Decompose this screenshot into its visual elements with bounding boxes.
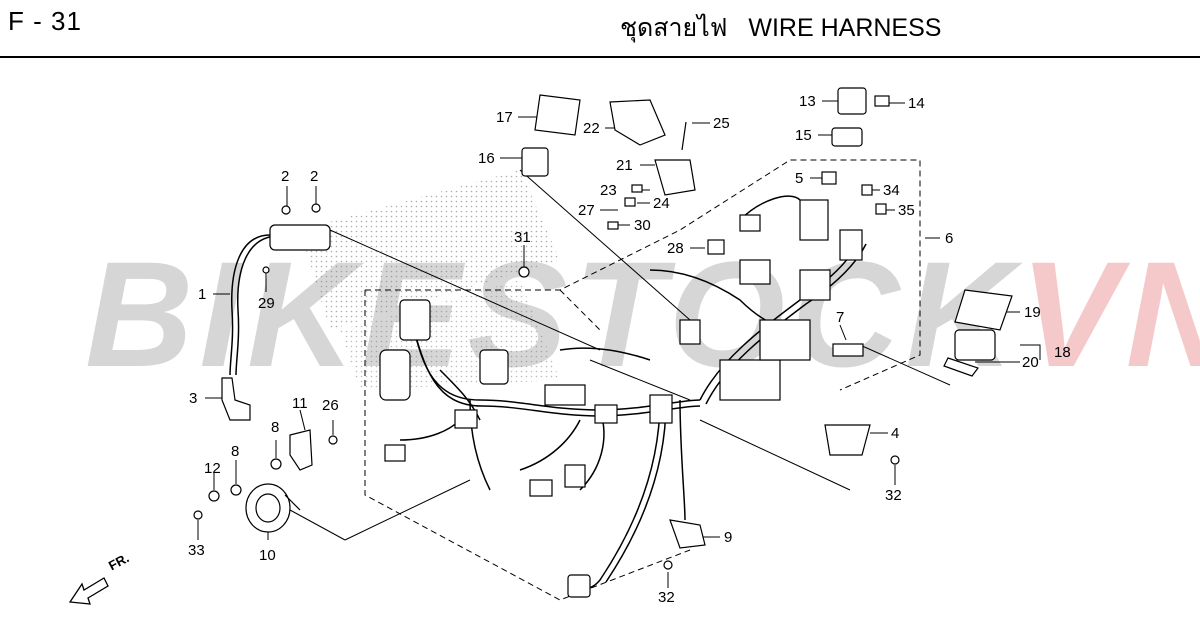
- callout-4: 4: [891, 425, 899, 442]
- plug-cap: [221, 377, 251, 421]
- callout-3: 3: [189, 390, 197, 407]
- callout-9: 9: [724, 529, 732, 546]
- callout-27: 27: [578, 202, 595, 219]
- front-arrow-icon: [68, 577, 109, 605]
- callout-10: 10: [259, 547, 276, 564]
- relay-parts: [518, 94, 725, 278]
- callout-2: 2: [310, 168, 318, 185]
- callout-2: 2: [281, 168, 289, 185]
- callout-13: 13: [799, 93, 816, 110]
- callout-7: 7: [836, 309, 844, 326]
- spark-plug-lead: [229, 234, 277, 376]
- header-divider: [0, 56, 1200, 58]
- small-parts-right: [821, 87, 890, 215]
- callout-15: 15: [795, 127, 812, 144]
- callout-16: 16: [478, 150, 495, 167]
- callout-17: 17: [496, 109, 513, 126]
- callout-12: 12: [204, 460, 221, 477]
- leader-lines: [289, 169, 951, 541]
- title-thai: ชุดสายไฟ: [620, 14, 728, 42]
- assembly-outline: [364, 159, 921, 601]
- callout-33: 33: [188, 542, 205, 559]
- callout-22: 22: [583, 120, 600, 137]
- callout-6: 6: [945, 230, 953, 247]
- callout-26: 26: [322, 397, 339, 414]
- ignition-coil: [262, 203, 331, 274]
- callout-20: 20: [1022, 354, 1039, 371]
- callout-8: 8: [271, 419, 279, 436]
- callout-18: 18: [1054, 344, 1071, 361]
- harness-connectors: [379, 199, 863, 598]
- callout-1: 1: [198, 286, 206, 303]
- title-english: WIRE HARNESS: [748, 14, 942, 42]
- horn-bracket: [193, 429, 338, 520]
- callout-leaders: [197, 100, 1041, 588]
- callout-11: 11: [292, 395, 308, 412]
- callout-23: 23: [600, 182, 617, 199]
- battery-parts: [663, 289, 1013, 570]
- callout-28: 28: [667, 240, 684, 257]
- callout-labels: 1 2 2 3 4 5 6 7 8 8 9 10 11 12 13 14 15 …: [188, 93, 1071, 606]
- callout-5: 5: [795, 170, 803, 187]
- callout-35: 35: [898, 202, 915, 219]
- callout-32: 32: [658, 589, 675, 606]
- callout-8: 8: [231, 443, 239, 460]
- callout-14: 14: [908, 95, 925, 112]
- callout-31: 31: [514, 229, 531, 246]
- horn: [245, 483, 301, 533]
- diagram-code: F - 31: [8, 6, 82, 36]
- callout-29: 29: [258, 295, 275, 312]
- callout-25: 25: [713, 115, 730, 132]
- diagram-title: ชุดสายไฟ WIRE HARNESS: [620, 8, 941, 48]
- callout-24: 24: [653, 195, 670, 212]
- callout-21: 21: [616, 157, 633, 174]
- callout-34: 34: [883, 182, 900, 199]
- callout-30: 30: [634, 217, 651, 234]
- callout-19: 19: [1024, 304, 1041, 321]
- callout-32: 32: [885, 487, 902, 504]
